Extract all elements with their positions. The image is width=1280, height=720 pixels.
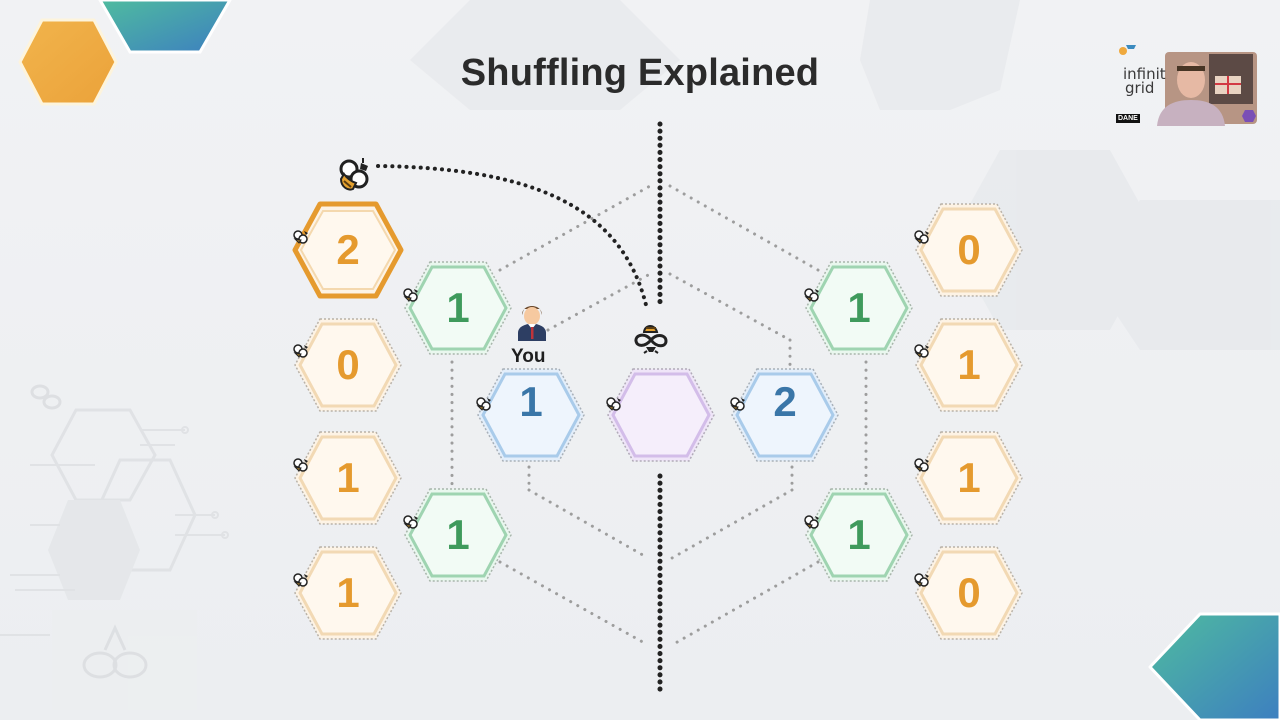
hex-right-col-4: 0 [913,544,1025,642]
hex-left-col-4: 1 [292,544,404,642]
infinity-bee-icon [634,325,668,354]
hex-value: 2 [336,226,360,273]
hex-left-inner-1: 1 [402,259,514,357]
hex-value: 1 [336,569,360,616]
hex-value: 2 [773,378,797,425]
hex-center-empty [605,366,717,464]
hex-right-col-3: 1 [913,429,1025,527]
hex-value: 1 [847,284,871,331]
hex-left-col-3: 1 [292,429,404,527]
bee-icon [914,230,929,244]
bee-icon [730,397,745,411]
hex-value: 1 [336,454,360,501]
moving-bee-icon [339,158,369,191]
bee-icon [476,397,491,411]
hex-right-inner-1: 1 [803,259,915,357]
hex-right-inner-2: 1 [803,486,915,584]
you-label: You [511,346,546,367]
hex-value: 1 [519,378,543,425]
bee-icon [293,573,308,587]
hex-right-col-1: 0 [913,201,1025,299]
bee-icon [293,230,308,244]
logo-text-line1: infinit [1123,65,1166,83]
hex-value: 1 [847,511,871,558]
hex-value: 1 [446,511,470,558]
corner-hex-teal [98,0,232,54]
bee-icon [293,344,308,358]
slide-title: Shuffling Explained [460,52,820,94]
bee-icon [914,573,929,587]
bee-icon [804,288,819,302]
person-icon [518,306,546,341]
hex-left-col-1: 2 [292,201,404,299]
webcam-overlay: infinit grid DANE [1113,44,1257,126]
bee-icon [914,458,929,472]
hex-you: 1 [475,366,587,464]
bee-icon [403,515,418,529]
hex-value: 0 [336,341,360,388]
hex-left-inner-2: 1 [402,486,514,584]
bee-icon [403,288,418,302]
corner-hex-orange [18,18,118,106]
corner-hex-teal-bottom [1148,612,1280,720]
hex-right-col-2: 1 [913,316,1025,414]
name-tag: DANE [1116,114,1140,123]
hex-left-col-2: 0 [292,316,404,414]
hex-value: 1 [446,284,470,331]
hex-value: 0 [957,226,981,273]
bee-icon [914,344,929,358]
bee-icon [606,397,621,411]
logo-text-line2: grid [1125,79,1155,97]
hex-value: 1 [957,341,981,388]
hex-value: 1 [957,454,981,501]
bee-icon [293,458,308,472]
hex-center-right: 2 [729,366,841,464]
hex-value: 0 [957,569,981,616]
hex-value [605,366,717,464]
bee-icon [804,515,819,529]
